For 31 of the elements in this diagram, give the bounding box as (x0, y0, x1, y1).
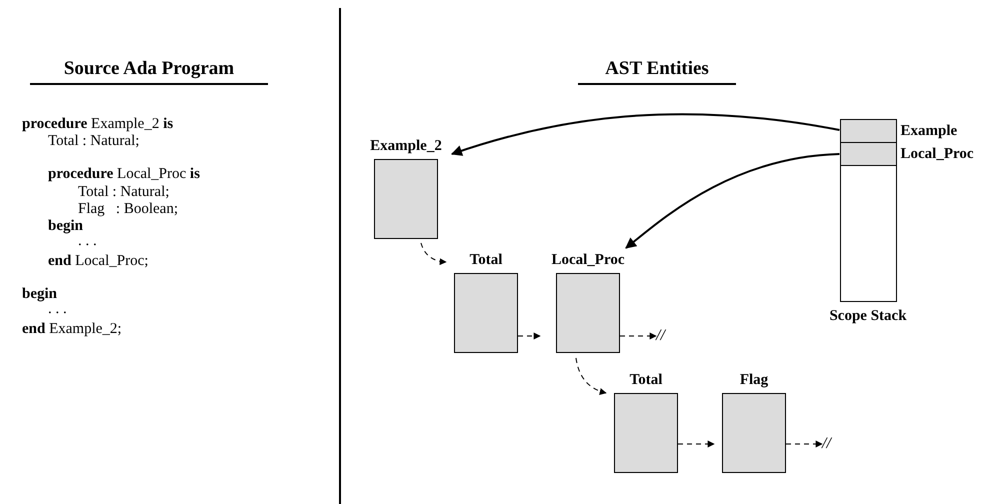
arrow (450, 113, 840, 156)
code-line: end Example_2; (22, 321, 122, 338)
code-line: begin (48, 218, 84, 235)
arrow (576, 358, 607, 395)
null-terminator: // (656, 327, 665, 345)
code-line: Flag : Boolean; (78, 201, 178, 218)
arrow (786, 440, 823, 448)
null-terminator: // (822, 435, 831, 453)
stack-entry-label: Example (900, 122, 958, 140)
code-line: . . . (48, 301, 67, 318)
entity-label: Flag (740, 371, 768, 389)
code-line: . . . (78, 233, 97, 250)
arrow (625, 153, 840, 249)
entity-label: Total (630, 371, 662, 389)
arrow (518, 332, 541, 340)
arrow (620, 332, 657, 340)
stack-entry-label: Local_Proc (900, 145, 974, 163)
code-line: Total : Natural; (78, 184, 170, 201)
arrow (420, 242, 447, 265)
stack-label: Scope Stack (829, 307, 907, 325)
code-line: procedure Local_Proc is (48, 166, 200, 183)
code-line: Total : Natural; (48, 133, 140, 150)
entity-label: Total (470, 251, 502, 269)
section-heading: AST Entities (578, 58, 736, 85)
code-line: procedure Example_2 is (22, 116, 174, 133)
code-line: end Local_Proc; (48, 253, 148, 270)
code-line: begin (22, 286, 58, 303)
arrow (678, 440, 715, 448)
entity-label: Local_Proc (551, 251, 625, 269)
section-heading: Source Ada Program (30, 58, 268, 85)
entity-label: Example_2 (370, 137, 442, 155)
